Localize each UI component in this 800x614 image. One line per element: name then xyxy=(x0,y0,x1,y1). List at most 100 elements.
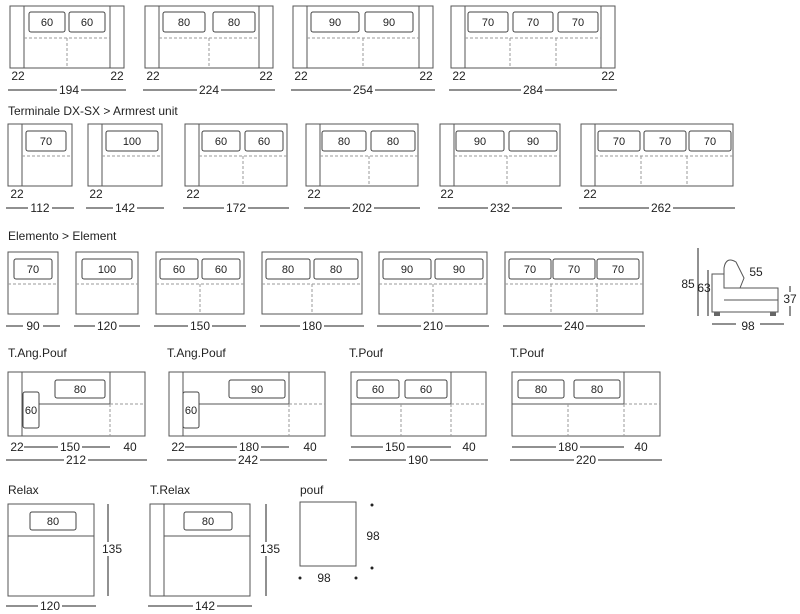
total-width-label: 90 xyxy=(26,319,40,333)
cushion-label: 90 xyxy=(527,136,539,148)
row3-unit-120: 100 120 xyxy=(74,251,140,333)
total-width-label: 202 xyxy=(352,201,372,215)
arm-height-label: 63 xyxy=(697,281,711,295)
total-width-label: 220 xyxy=(576,453,596,467)
cushion-label: 70 xyxy=(27,264,39,276)
section-title-pouf: pouf xyxy=(300,483,324,497)
total-width-label: 194 xyxy=(59,83,79,97)
arm-width-label: 22 xyxy=(10,440,24,454)
width-label: 120 xyxy=(40,599,60,613)
row4-unit-190: 60 60 150 40 190 xyxy=(349,371,488,467)
section-title-t-ang-pouf: T.Ang.Pouf xyxy=(167,346,226,360)
side-profile-drawing: 85 63 55 37 98 xyxy=(681,248,798,333)
total-width-label: 112 xyxy=(30,201,49,215)
row2-unit-232: 90 90 22 232 xyxy=(438,123,562,215)
cushion-label: 90 xyxy=(383,17,395,29)
cushion-label: 70 xyxy=(704,136,716,148)
section-title-element: Elemento > Element xyxy=(8,229,117,243)
arm-width-label: 22 xyxy=(11,69,25,83)
total-width-label: 240 xyxy=(564,319,584,333)
pouf-width-label: 40 xyxy=(634,440,648,454)
pouf-width-label: 40 xyxy=(303,440,317,454)
depth-label: 98 xyxy=(366,529,380,543)
arm-width-label: 22 xyxy=(110,69,124,83)
cushion-label: 60 xyxy=(215,136,227,148)
row3-unit-180: 80 80 180 xyxy=(260,251,364,333)
cushion-label: 90 xyxy=(474,136,486,148)
cushion-label: 90 xyxy=(329,17,341,29)
section-title-armrest-unit: Terminale DX-SX > Armrest unit xyxy=(8,104,178,118)
total-width-label: 262 xyxy=(651,201,671,215)
total-width-label: 172 xyxy=(226,201,246,215)
arm-width-label: 22 xyxy=(583,187,597,201)
width-label: 142 xyxy=(195,599,215,613)
cushion-label: 90 xyxy=(453,264,465,276)
seat-width-label: 180 xyxy=(558,440,578,454)
cushion-label: 80 xyxy=(74,384,86,396)
cushion-label: 80 xyxy=(47,516,59,528)
row2-unit-112: 70 22 112 xyxy=(6,123,74,215)
cushion-label: 60 xyxy=(41,17,53,29)
cushion-label: 80 xyxy=(228,17,240,29)
row4-unit-242: 90 60 22 180 40 242 xyxy=(167,371,327,467)
row5-t-relax-142: 80 135 142 xyxy=(148,503,282,613)
row2-unit-142: 100 22 142 xyxy=(86,123,164,215)
section-title-t-pouf: T.Pouf xyxy=(349,346,384,360)
arm-width-label: 22 xyxy=(440,187,454,201)
cushion-label: 80 xyxy=(387,136,399,148)
cushion-label: 70 xyxy=(659,136,671,148)
total-width-label: 180 xyxy=(302,319,322,333)
arm-width-label: 22 xyxy=(259,69,273,83)
back-height-label: 85 xyxy=(681,277,695,291)
seat-width-label: 150 xyxy=(60,440,80,454)
cushion-label: 70 xyxy=(613,136,625,148)
pouf-width-label: 40 xyxy=(123,440,137,454)
row5-relax-120: 80 135 120 xyxy=(6,503,124,613)
seat-width-label: 150 xyxy=(385,440,405,454)
side-cushion-label: 60 xyxy=(185,405,197,417)
seat-depth-label: 55 xyxy=(749,265,763,279)
arm-width-label: 22 xyxy=(89,187,103,201)
cushion-label: 80 xyxy=(338,136,350,148)
cushion-label: 60 xyxy=(420,384,432,396)
total-width-label: 232 xyxy=(490,201,510,215)
cushion-label: 80 xyxy=(282,264,294,276)
depth-label: 135 xyxy=(260,542,280,556)
arm-width-label: 22 xyxy=(307,187,321,201)
row3-unit-240: 70 70 70 240 xyxy=(503,251,645,333)
row1-unit-254: 90 90 22 22 254 xyxy=(291,5,435,97)
row1-unit-194: 60 60 22 22 194 xyxy=(8,5,126,97)
cushion-label: 70 xyxy=(482,17,494,29)
cushion-label: 80 xyxy=(535,384,547,396)
total-width-label: 142 xyxy=(115,201,135,215)
seat-height-label: 37 xyxy=(783,292,797,306)
cushion-label: 100 xyxy=(98,264,116,276)
cushion-label: 70 xyxy=(524,264,536,276)
total-width-label: 150 xyxy=(190,319,210,333)
section-title-t-pouf: T.Pouf xyxy=(510,346,545,360)
cushion-label: 70 xyxy=(568,264,580,276)
cushion-label: 90 xyxy=(251,384,263,396)
total-width-label: 190 xyxy=(408,453,428,467)
cushion-label: 90 xyxy=(401,264,413,276)
cushion-label: 70 xyxy=(572,17,584,29)
row5-pouf-98: 98 98 xyxy=(298,501,380,585)
cushion-label: 60 xyxy=(81,17,93,29)
row2-unit-172: 60 60 22 172 xyxy=(183,123,289,215)
arm-width-label: 22 xyxy=(294,69,308,83)
row1-unit-284: 70 70 70 22 22 284 xyxy=(449,5,617,97)
arm-width-label: 22 xyxy=(452,69,466,83)
total-width-label: 254 xyxy=(353,83,373,97)
row4-unit-212: 80 60 22 150 40 212 xyxy=(6,371,147,467)
cushion-label: 100 xyxy=(123,136,141,148)
arm-width-label: 22 xyxy=(601,69,615,83)
row2-unit-262: 70 70 70 22 262 xyxy=(579,123,735,215)
cushion-label: 60 xyxy=(258,136,270,148)
arm-width-label: 22 xyxy=(419,69,433,83)
cushion-label: 70 xyxy=(527,17,539,29)
cushion-label: 80 xyxy=(202,516,214,528)
arm-width-label: 22 xyxy=(146,69,160,83)
row3-unit-90: 70 90 xyxy=(6,251,60,333)
total-width-label: 284 xyxy=(523,83,543,97)
